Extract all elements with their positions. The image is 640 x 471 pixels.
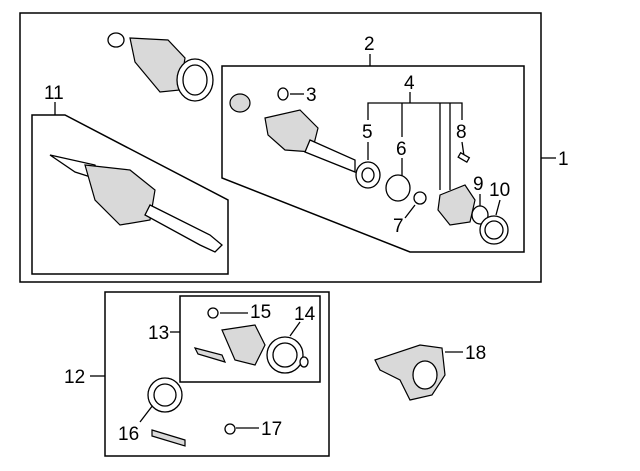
callout-2: 2 [364,34,375,55]
bearing-bracket-part [374,344,446,401]
callout-9: 9 [473,174,484,195]
inner-joint-parts [229,87,509,245]
boot-kit-parts [147,307,309,447]
kit-13-box [179,295,321,383]
callout-10: 10 [489,180,510,201]
kit-12-box [104,291,330,457]
callout-6: 6 [396,139,407,160]
axle-assembly-part [49,154,223,253]
assembly-2-box [221,65,525,253]
callout-4: 4 [404,73,415,94]
callout-17: 17 [261,419,282,440]
leader-lines [54,54,556,429]
callout-16: 16 [118,424,139,445]
callout-1: 1 [558,149,569,170]
callout-3: 3 [306,85,317,106]
callout-7: 7 [393,216,404,237]
callout-14: 14 [294,304,316,325]
callout-5: 5 [362,122,373,143]
callout-15: 15 [250,302,271,323]
outer-boot-part [107,32,214,102]
assembly-11-box [31,114,229,275]
callout-13: 13 [148,323,169,344]
callout-8: 8 [456,122,467,143]
callout-18: 18 [465,343,486,364]
callout-11: 11 [44,83,64,104]
assembly-1-box [19,12,542,283]
callout-12: 12 [64,367,85,388]
